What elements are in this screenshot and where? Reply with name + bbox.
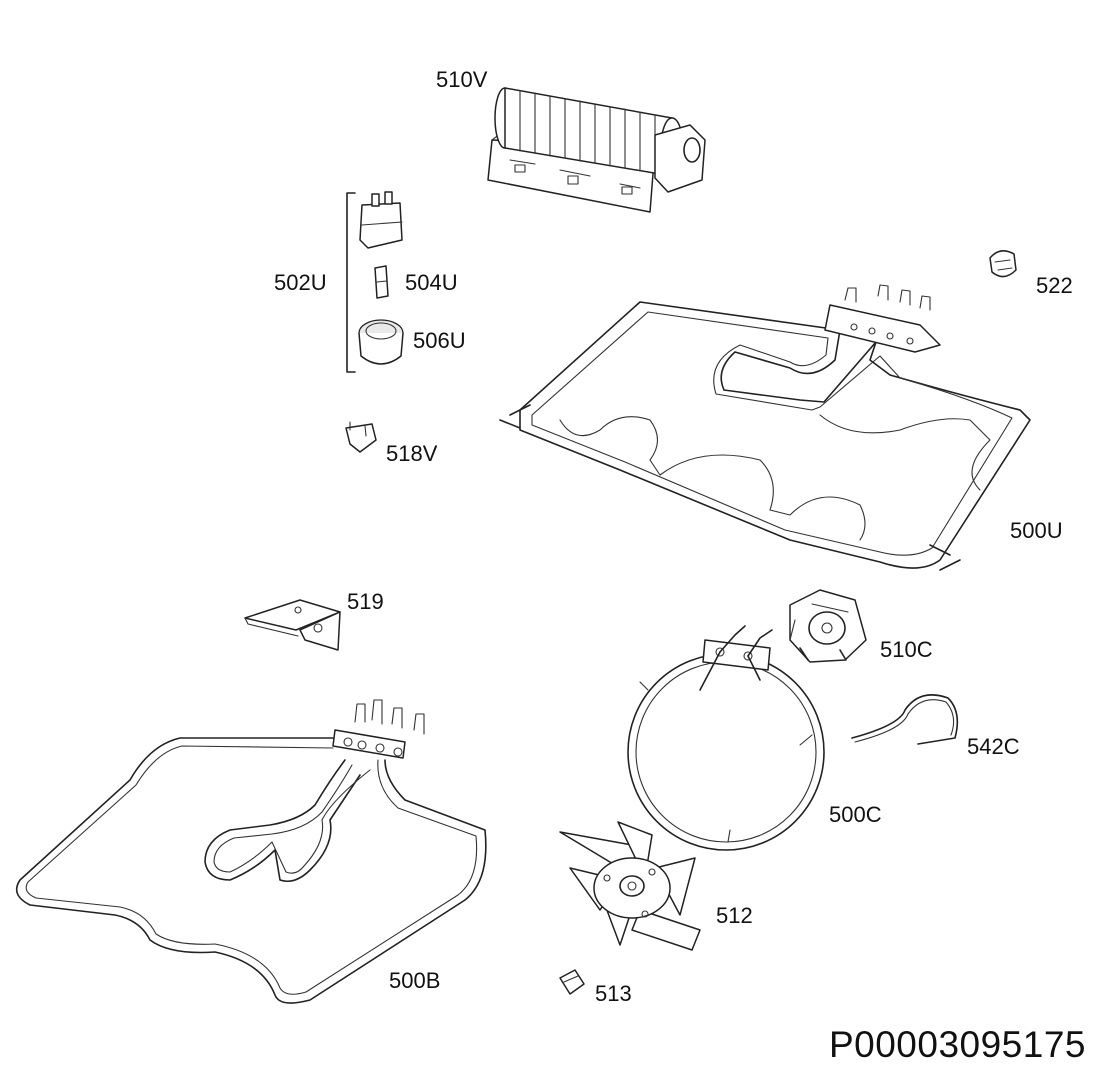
part-519-bracket[interactable] [244,599,341,651]
part-500B-bottom-element[interactable] [15,699,487,1004]
label-542C: 542C [967,734,1020,759]
label-510V: 510V [436,67,488,92]
label-522: 522 [1036,273,1073,298]
part-522-clip[interactable] [989,250,1017,278]
part-500C-circular-element[interactable] [627,625,825,851]
label-512: 512 [716,903,753,928]
part-506U-lamp-cover[interactable] [358,319,404,365]
label-510C: 510C [880,637,933,662]
part-518V-clip[interactable] [345,421,377,453]
part-504U-bulb[interactable] [374,265,389,299]
label-502U: 502U [274,270,327,295]
label-504U: 504U [405,270,458,295]
document-code: P00003095175 [828,1024,1086,1065]
part-513-nut[interactable] [559,969,585,995]
label-519: 519 [347,589,384,614]
label-500U: 500U [1010,518,1063,543]
label-500C: 500C [829,802,882,827]
label-506U: 506U [413,328,466,353]
part-502U-lamp-housing[interactable] [359,191,403,249]
part-502U-bracket [346,192,356,373]
part-510C-fan-motor[interactable] [789,589,867,663]
part-510V-tangential-fan[interactable] [487,87,706,213]
part-512-fan-blade[interactable] [559,821,701,951]
label-518V: 518V [386,441,438,466]
label-500B: 500B [389,968,441,993]
label-513: 513 [595,981,632,1006]
part-500U-grill-element[interactable] [499,284,1031,571]
part-542C-wire-clip[interactable] [851,694,959,745]
